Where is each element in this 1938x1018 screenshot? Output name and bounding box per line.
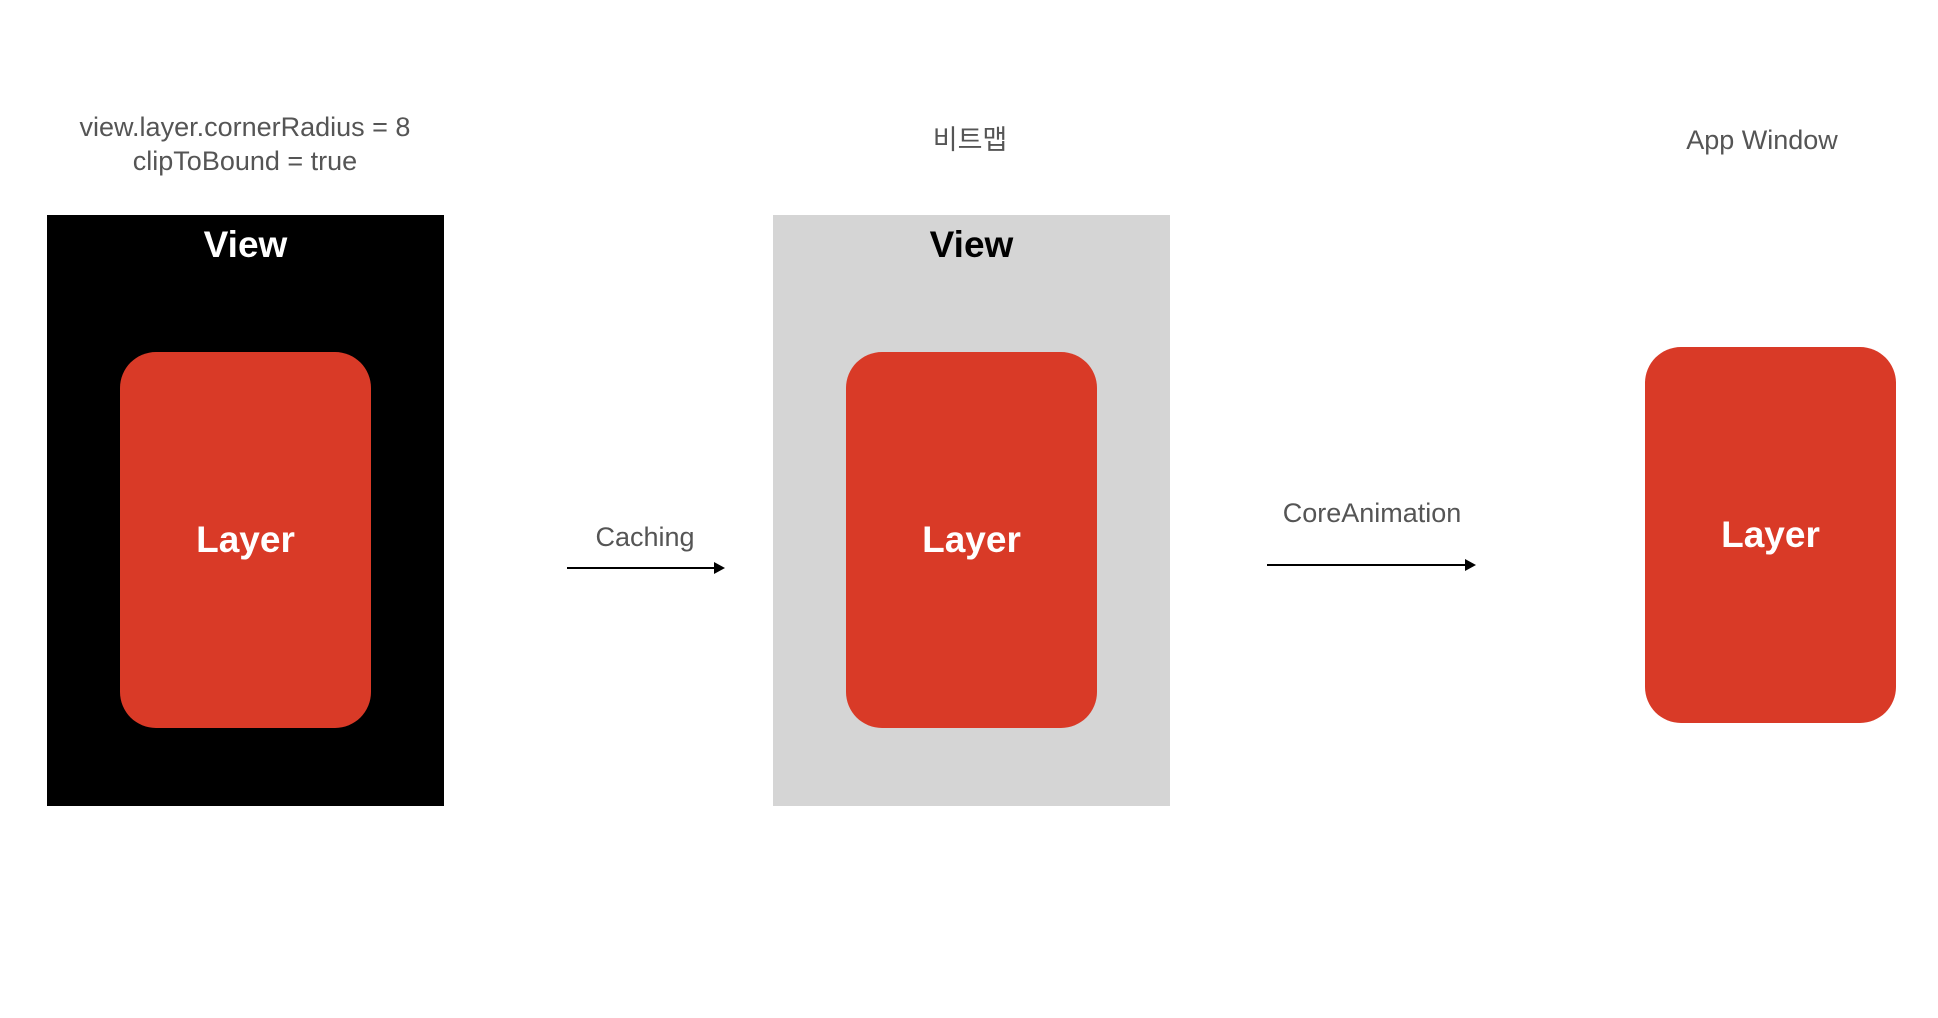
caching-arrowhead-icon — [714, 562, 725, 574]
app-window-layer-rect: Layer — [1645, 347, 1896, 723]
app-window-layer-label: Layer — [1721, 514, 1820, 555]
bitmap-caption: 비트맵 — [932, 125, 1008, 155]
original-layer-rect: Layer — [120, 352, 371, 728]
bitmap-layer-label: Layer — [922, 519, 1021, 560]
caching-arrow — [567, 562, 725, 574]
code-caption-line-2: clipToBound = true — [132, 146, 358, 176]
code-caption: view.layer.cornerRadius = 8 clipToBound … — [45, 110, 445, 178]
core-animation-arrow-shaft — [1267, 564, 1466, 566]
core-animation-arrow-label: CoreAnimation — [1282, 498, 1462, 528]
original-layer-label: Layer — [196, 519, 295, 560]
caching-arrow-shaft — [567, 567, 715, 569]
original-view-title: View — [203, 224, 288, 265]
app-window-caption: App Window — [1686, 125, 1838, 155]
core-animation-arrow — [1267, 559, 1476, 571]
bitmap-view-box: View Layer — [773, 215, 1170, 806]
code-caption-line-1: view.layer.cornerRadius = 8 — [79, 112, 411, 142]
core-animation-arrowhead-icon — [1465, 559, 1476, 571]
original-view-box: View Layer — [47, 215, 444, 806]
bitmap-layer-rect: Layer — [846, 352, 1097, 728]
caching-arrow-label: Caching — [595, 522, 695, 552]
bitmap-view-title: View — [929, 224, 1014, 265]
